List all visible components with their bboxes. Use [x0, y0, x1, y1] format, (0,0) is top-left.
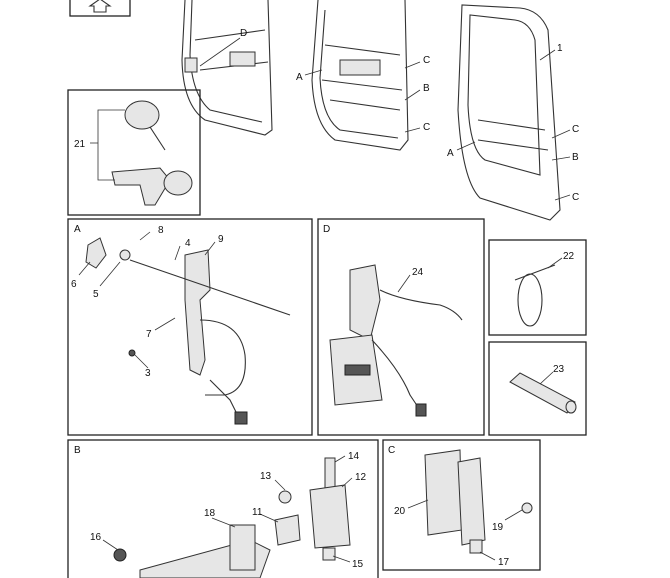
door-left: D — [181, 0, 273, 136]
callout-17: 17 — [498, 557, 510, 568]
callout-13: 13 — [260, 471, 272, 482]
callout-A: A — [447, 148, 454, 159]
callout-C: C — [423, 122, 430, 133]
panel-23-sleeve: 23 — [488, 341, 587, 436]
panel-22-cable-tie: 22 — [488, 239, 587, 336]
callout-5: 5 — [93, 289, 99, 300]
orientation-box — [69, 0, 131, 17]
panel-C-hinge: C 20 19 17 — [382, 439, 541, 571]
callout-11: 11 — [252, 507, 263, 518]
panel-21-key-lock: 21 — [67, 89, 201, 216]
callout-18: 18 — [204, 508, 216, 519]
door-middle: A C B C — [296, 0, 430, 151]
callout-21: 21 — [74, 139, 86, 150]
panel-A-lock-mechanism: A 8 4 9 6 5 7 3 — [67, 218, 313, 436]
callout-22: 22 — [563, 251, 575, 262]
callout-14: 14 — [348, 451, 360, 462]
panel-label-B: B — [74, 445, 81, 456]
callout-12: 12 — [355, 472, 367, 483]
callout-6: 6 — [71, 279, 77, 290]
panel-B-door-check: B 14 13 12 18 11 16 15 — [67, 439, 379, 578]
callout-B: B — [572, 152, 579, 163]
callout-C: C — [572, 124, 579, 135]
callout-7: 7 — [146, 329, 152, 340]
callout-19: 19 — [492, 522, 504, 533]
callout-16: 16 — [90, 532, 102, 543]
callout-8: 8 — [158, 225, 164, 236]
callout-D: D — [240, 28, 247, 39]
callout-C: C — [572, 192, 579, 203]
callout-15: 15 — [352, 559, 364, 570]
panel-label-C: C — [388, 445, 395, 456]
panel-label-D: D — [323, 224, 330, 235]
callout-3: 3 — [145, 368, 151, 379]
up-arrow-icon — [88, 0, 112, 13]
callout-1: 1 — [557, 43, 563, 54]
callout-4: 4 — [185, 238, 191, 249]
callout-23: 23 — [553, 364, 565, 375]
callout-9: 9 — [218, 234, 224, 245]
panel-D-handle: D 24 — [317, 218, 485, 436]
door-right: 1 C B A C — [447, 4, 579, 221]
callout-B: B — [423, 83, 430, 94]
callout-24: 24 — [412, 267, 424, 278]
panel-label-A: A — [74, 224, 81, 235]
callout-20: 20 — [394, 506, 406, 517]
callout-C: C — [423, 55, 430, 66]
callout-A: A — [296, 72, 303, 83]
